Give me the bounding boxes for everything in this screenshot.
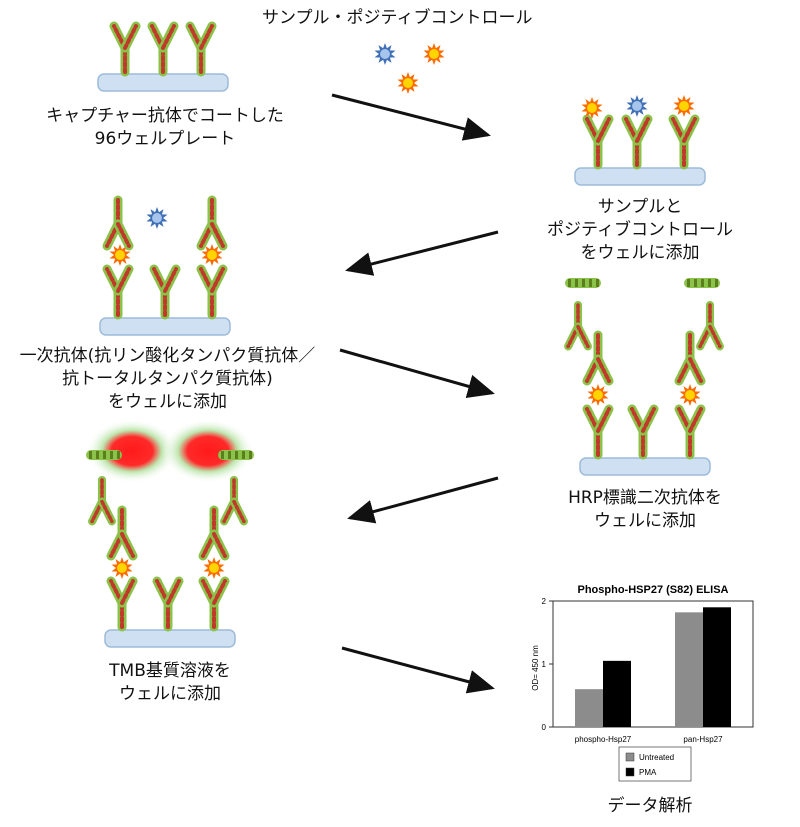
capture-antibody-step2-1 (621, 114, 653, 170)
hrp-glows (86, 419, 254, 483)
legend-label-untreated: Untreated (639, 753, 674, 762)
primary-antibody-step5-2 (198, 505, 230, 561)
secondary-antibody-step5-2 (220, 475, 248, 526)
y-tick-label: 1 (542, 660, 547, 669)
arrow-3 (339, 348, 495, 399)
arrows (331, 93, 499, 694)
step1-caption: キャプチャー抗体でコートした 96ウェルプレート (46, 106, 284, 149)
y-tick-label: 2 (542, 597, 547, 606)
chart-title: Phospho-HSP27 (S82) ELISA (578, 584, 729, 596)
y-tick-label: 0 (542, 723, 547, 732)
capture-antibody-step1-1 (147, 21, 179, 77)
positive-control-star-step2 (626, 95, 648, 117)
capture-antibody-step3-1 (149, 264, 181, 320)
capture-antibody-step5-2 (198, 576, 230, 632)
sample-star-top-2 (397, 72, 419, 94)
step4-caption: HRP標識二次抗体を ウェルに添加 (568, 488, 722, 531)
sample-star-step2-2 (673, 95, 695, 117)
antigen-star-step5-1 (111, 557, 133, 579)
x-tick-label: pan-Hsp27 (683, 735, 723, 744)
hrp-label-step4-2 (684, 278, 720, 288)
capture-antibody-step2-0 (582, 114, 614, 170)
plate-step3 (99, 317, 231, 336)
sample-star-top-1 (423, 43, 445, 65)
bar-untreated-0 (575, 689, 603, 727)
y-axis-label: OD= 450 nm (531, 645, 540, 691)
secondary-antibody-step4-1 (564, 300, 592, 351)
capture-antibody-step5-1 (152, 576, 184, 632)
plates (97, 73, 711, 648)
step5-caption: TMB基質溶液を ウェルに添加 (109, 661, 231, 704)
arrow-5 (341, 646, 495, 694)
plate-step1 (97, 73, 229, 92)
bar-chart: Phospho-HSP27 (S82) ELISA OD= 450 nm 0 1 2… (531, 584, 754, 782)
legend-swatch-untreated (625, 752, 635, 762)
primary-antibody-step3-1 (102, 195, 134, 251)
positive-control-star-step3 (146, 207, 168, 229)
capture-antibody-step1-0 (109, 21, 141, 77)
antigen-star-step3-1 (109, 244, 131, 266)
antigen-star-step4-2 (679, 384, 701, 406)
primary-antibody-step5-1 (106, 505, 138, 561)
primary-antibody-step4-2 (674, 330, 706, 386)
secondary-antibody-step5-1 (88, 475, 116, 526)
hrp-label-step5-2 (218, 450, 254, 460)
step6-caption: データ解析 (607, 796, 693, 816)
sample-stars-top (374, 43, 445, 94)
x-tick-label: phospho-Hsp27 (575, 735, 632, 744)
bar-pma-0 (603, 660, 631, 727)
capture-antibody-step4-1 (627, 404, 659, 460)
antibody-figures (86, 21, 724, 632)
hrp-label-step4-1 (565, 278, 601, 288)
positive-control-star (374, 43, 396, 65)
capture-antibody-step3-0 (102, 264, 134, 320)
capture-antibody-step5-0 (106, 576, 138, 632)
sample-star-step2-1 (581, 97, 603, 119)
antigen-star-step5-2 (203, 557, 225, 579)
arrow-1 (331, 93, 491, 141)
legend-label-pma: PMA (639, 768, 657, 777)
hrp-label-step5-1 (86, 450, 122, 460)
capture-antibody-step3-2 (196, 264, 228, 320)
secondary-antibody-step4-2 (696, 300, 724, 351)
primary-antibody-step3-2 (196, 195, 228, 251)
step2-top-caption: サンプル・ポジティブコントロール (262, 8, 533, 28)
plate-step5 (104, 629, 236, 648)
capture-antibody-step4-2 (674, 404, 706, 460)
plate-step2 (574, 167, 706, 186)
bar-untreated-1 (675, 612, 703, 727)
capture-antibody-step4-0 (582, 404, 614, 460)
plate-step4 (579, 457, 711, 476)
step2-caption: サンプルと ポジティブコントロール をウェルに添加 (547, 197, 733, 263)
legend-swatch-pma (625, 767, 635, 777)
bar-pma-1 (703, 607, 731, 727)
step3-caption: 一次抗体(抗リン酸化タンパク質抗体／ 抗トータルタンパク質抗体) をウェルに添加 (19, 346, 316, 412)
arrow-2 (345, 230, 499, 276)
primary-antibody-step4-1 (582, 330, 614, 386)
capture-antibody-step2-2 (668, 114, 700, 170)
capture-antibody-step1-2 (185, 21, 217, 77)
antigen-star-step4-1 (587, 384, 609, 406)
antigen-star-step3-2 (201, 244, 223, 266)
arrow-4 (347, 476, 499, 524)
